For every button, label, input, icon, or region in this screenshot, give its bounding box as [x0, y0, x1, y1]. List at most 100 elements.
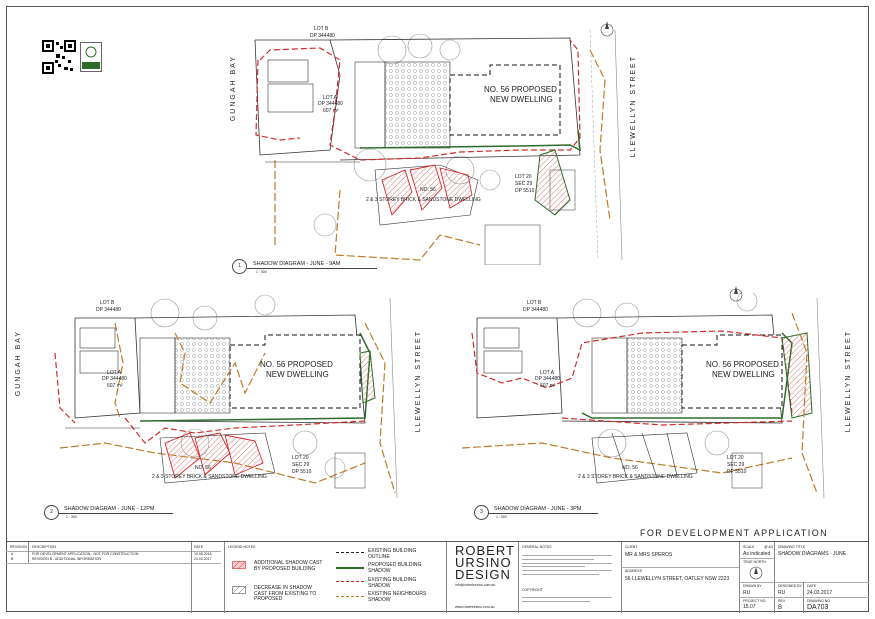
legend-additional-shadow: ADDITIONAL SHADOW CAST BY PROPOSED BUILD…: [254, 560, 323, 572]
firm-name-2: URSINO: [455, 555, 512, 570]
existing-outline-line: [336, 552, 364, 553]
caption-underline: [488, 513, 598, 514]
existing-shadow-line: [336, 581, 364, 582]
lot-b-label: LOT B: [527, 300, 542, 306]
firm-name-3: DESIGN: [455, 567, 511, 582]
legend-existing-shadow: EXISTING BUILDING SHADOW: [368, 577, 417, 589]
neighbour-number-label: NO. 56: [622, 465, 638, 471]
dp-label: DP 5510: [727, 469, 747, 475]
general-notes-title: GENERAL NOTES: [522, 545, 552, 549]
drawing-title-label: DRAWING TITLE: [778, 545, 806, 549]
title-block: REVISION DESCRIPTION DATE A FOR DEVELOPM…: [6, 541, 869, 613]
lot-a-dp-label: DP 344480: [318, 101, 343, 107]
address-label: ADDRESS: [625, 569, 642, 573]
date-header: DATE: [194, 545, 204, 549]
site-plan-12pm: [54, 294, 398, 498]
proposed-shadow-line: [336, 567, 364, 569]
scale-sheet-size: @ A3: [764, 545, 773, 549]
lot-b-dp-label: DP 344480: [310, 33, 335, 39]
revision-a: A: [11, 552, 14, 556]
drawing-scale: 1 : 300: [66, 515, 77, 519]
lot-b-label: LOT B: [100, 300, 115, 306]
lot-20-label: LOT 20: [727, 455, 744, 461]
caption-underline: [247, 268, 377, 269]
drawing-number-label: DRAWING NO.: [807, 599, 831, 603]
sec-label: SEC 29: [515, 181, 533, 187]
street-label-left: GUNGAH BAY: [15, 330, 22, 397]
date-label: DATE: [807, 584, 817, 588]
additional-shadow-swatch: [232, 561, 246, 569]
drawing-number-badge: 2: [44, 505, 59, 520]
street-label-right: LLEWELLYN STREET: [845, 330, 852, 433]
revision-b: B: [11, 557, 14, 561]
issue-date: 24.03.2017: [807, 590, 833, 596]
drawing-title: SHADOW DIAGRAMS - JUNE: [778, 551, 847, 557]
firm-email: info@robertursino.com.au: [455, 583, 496, 587]
lot-20-label: LOT 20: [292, 455, 309, 461]
proposed-dwelling-label: NO. 56 PROPOSED: [260, 360, 333, 369]
drawing-number: DA703: [807, 604, 829, 611]
neighbour-description-label: 2 & 3 STOREY BRICK & SANDSTONE DWELLING: [152, 474, 267, 480]
scale-label: SCALE: [743, 545, 755, 549]
true-north-label: TRUE NORTH: [743, 560, 766, 564]
general-notes-text: [522, 552, 612, 578]
street-label-left: GUNGAH BAY: [230, 55, 237, 122]
revision-header: REVISION: [10, 545, 27, 549]
lot-a-area-label: 607 m²: [540, 383, 556, 389]
drawing-number-badge: 1: [232, 259, 247, 274]
revision-a-description: FOR DEVELOPMENT APPLICATION - NOT FOR CO…: [32, 552, 139, 556]
decrease-shadow-swatch: [232, 586, 246, 594]
neighbour-number-label: NO. 56: [420, 187, 436, 193]
revision-b-description: REVISION B - ADDITIONAL INFORMATION: [32, 557, 102, 561]
revision-a-date: 15.08.2016: [194, 552, 212, 556]
proposed-dwelling-label: NO. 56 PROPOSED: [706, 360, 779, 369]
drawing-scale: 1 : 300: [256, 270, 267, 274]
north-arrow-icon: [600, 21, 614, 37]
neighbour-description-label: 2 & 3 STOREY BRICK & SANDSTONE DWELLING: [578, 474, 693, 480]
proposed-dwelling-label: NO. 56 PROPOSED: [484, 85, 557, 94]
lot-b-label: LOT B: [314, 26, 329, 32]
lot-b-dp-label: DP 344480: [523, 307, 548, 313]
designed-by: RU: [778, 590, 786, 596]
north-arrow-icon: [729, 286, 743, 302]
copyright-text: [522, 594, 612, 605]
dp-label: DP 5510: [292, 469, 312, 475]
lot-a-dp-label: DP 344480: [535, 376, 560, 382]
street-label-right: LLEWELLYN STREET: [630, 55, 637, 158]
client-name: MR & MRS SPEROS: [625, 552, 673, 558]
true-north-icon: [749, 566, 763, 580]
proposed-dwelling-label-2: NEW DWELLING: [266, 370, 329, 379]
scale-value: As indicated: [743, 551, 771, 557]
site-plan-9am: [254, 29, 623, 265]
proposed-dwelling-label-2: NEW DWELLING: [712, 370, 775, 379]
drawn-by: RU: [743, 590, 751, 596]
description-header: DESCRIPTION: [32, 545, 56, 549]
street-label-right: LLEWELLYN STREET: [415, 330, 422, 433]
revision-letter: B: [778, 605, 783, 611]
drawing-sheet: [6, 6, 869, 612]
caption-underline: [58, 513, 173, 514]
lot-a-label: LOT A: [107, 370, 122, 376]
drawing-caption: SHADOW DIAGRAM - JUNE - 3PM: [494, 506, 582, 512]
lot-a-label: LOT A: [540, 370, 555, 376]
sec-label: SEC 29: [727, 462, 745, 468]
proposed-dwelling-label-2: NEW DWELLING: [490, 95, 553, 104]
revision-b-date: 24.03.2017: [194, 557, 212, 561]
dp-label: DP 5510: [515, 188, 535, 194]
development-banner: FOR DEVELOPMENT APPLICATION: [640, 528, 829, 538]
lot-a-area-label: 607 m²: [107, 383, 123, 389]
lot-a-area-label: 607 m²: [323, 108, 339, 114]
accreditation-logo-icon: [80, 42, 102, 72]
legend-neighbour-shadow: EXISTING NEIGHBOURS SHADOW: [368, 591, 427, 603]
project-number-label: PROJECT NO.: [743, 599, 767, 603]
drawing-caption: SHADOW DIAGRAM - JUNE - 12PM: [64, 506, 155, 512]
legend-existing-outline: EXISTING BUILDING OUTLINE: [368, 548, 417, 560]
neighbour-number-label: NO. 56: [195, 465, 211, 471]
qr-code-icon: [42, 40, 76, 74]
neighbour-description-label: 2 & 3 STOREY BRICK & SANDSTONE DWELLING: [366, 197, 481, 203]
site-address: 56 LLEWELLYN STREET, OATLEY NSW 2223: [625, 576, 730, 582]
rev-label: REV: [778, 599, 786, 603]
drawn-by-label: DRAWN BY: [743, 584, 762, 588]
project-number: 15.07: [743, 604, 756, 610]
lot-a-dp-label: DP 344480: [102, 376, 127, 382]
